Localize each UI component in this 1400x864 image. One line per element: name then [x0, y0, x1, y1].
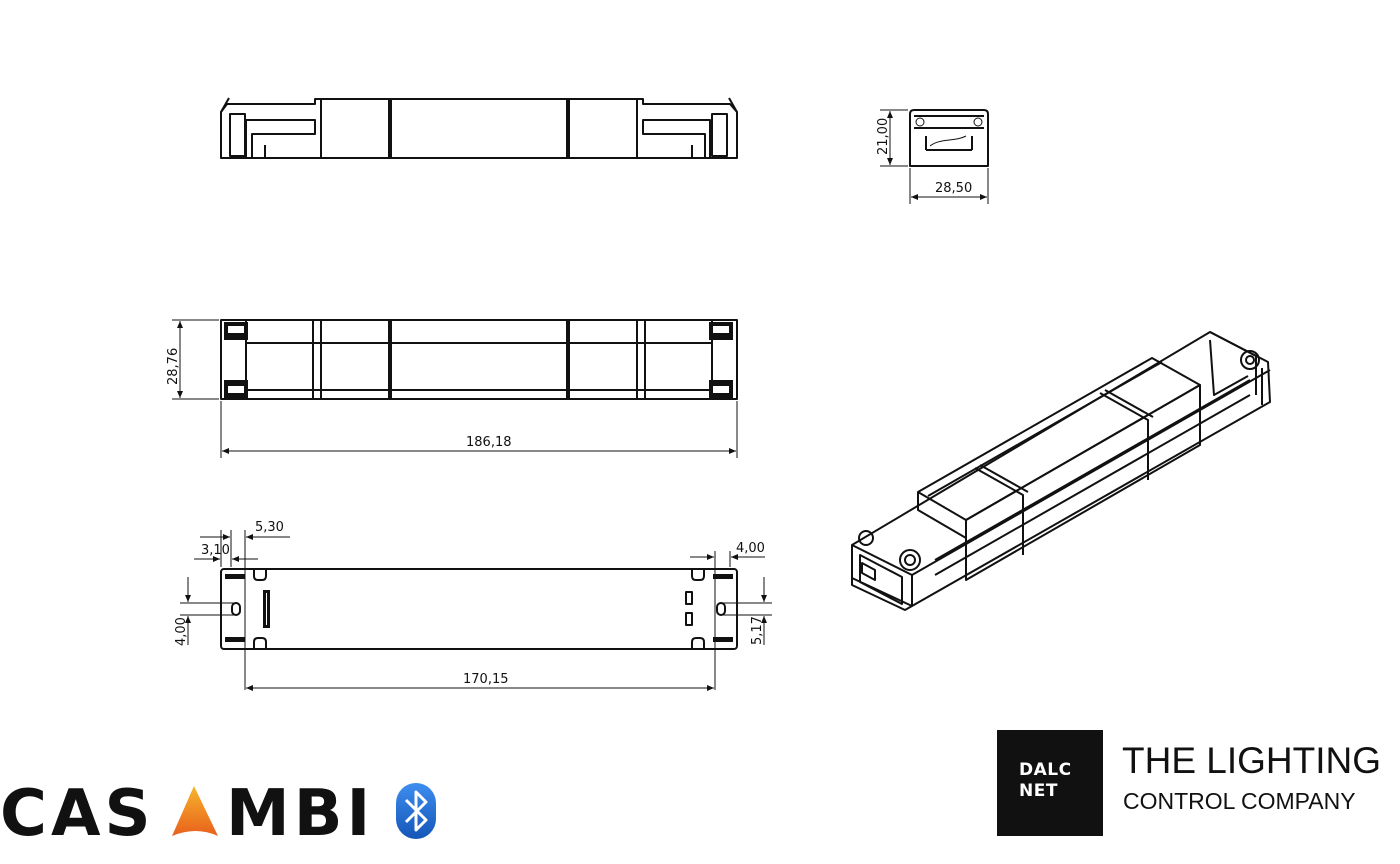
dim-top-width: 28,76 [166, 348, 181, 385]
top-view: 28,76 186,18 [166, 319, 738, 458]
casambi-text-part1: CAS [0, 777, 155, 851]
casambi-logo: CAS MBI [0, 777, 436, 851]
bluetooth-icon [396, 783, 436, 839]
dim-bottom-hole-right: 5,17 [750, 616, 765, 645]
dim-bottom-hole-left: 4,00 [174, 617, 189, 646]
dim-bottom-offset-b: 3,10 [201, 543, 230, 558]
dalcnet-logo-line2: NET [1019, 781, 1058, 801]
tagline-line1: THE LIGHTING [1122, 740, 1382, 781]
dim-bottom-offset-c: 4,00 [736, 541, 765, 556]
isometric-view [851, 331, 1271, 611]
dim-front-width: 28,50 [935, 181, 972, 196]
bottom-view: 5,30 3,10 4,00 4,00 5,17 170,15 [174, 520, 772, 691]
casambi-text-part2: MBI [226, 777, 374, 851]
dalcnet-logo-line1: DALC [1019, 760, 1072, 780]
dim-bottom-hole-spacing: 170,15 [463, 672, 509, 687]
casambi-flame-icon [172, 786, 218, 836]
dalcnet-logo: DALC NET [997, 730, 1103, 836]
tagline-line2: CONTROL COMPANY [1123, 788, 1356, 814]
dim-top-length: 186,18 [466, 435, 512, 450]
front-view: 21,00 28,50 [876, 109, 989, 204]
dim-bottom-offset-a: 5,30 [255, 520, 284, 535]
dim-front-height: 21,00 [876, 118, 891, 155]
side-view [220, 97, 738, 159]
